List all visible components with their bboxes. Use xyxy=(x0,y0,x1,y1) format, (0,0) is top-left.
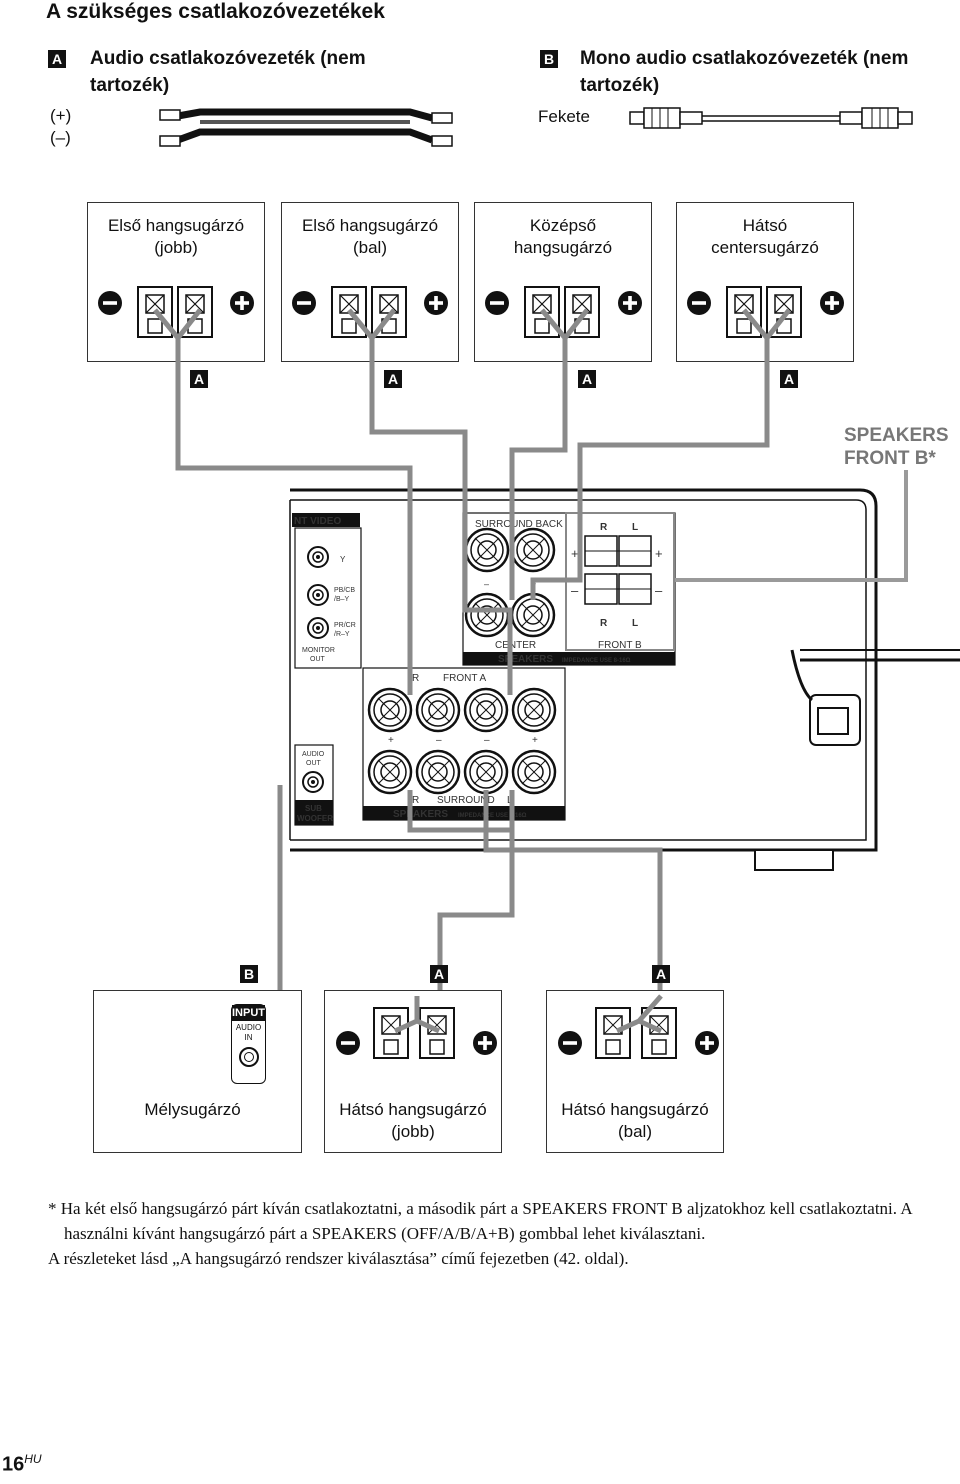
cable-badge-a: A xyxy=(384,370,402,389)
speaker-terminals-front-left xyxy=(292,286,448,338)
label-monitor: MONITOR xyxy=(302,647,335,654)
cable-a-title: Audio csatlakozóvezeték (nem tartozék) xyxy=(90,48,366,96)
label-impedance: IMPEDANCE USE 8-16Ω xyxy=(458,813,527,819)
page-title: A szükséges csatlakozóvezetékek xyxy=(46,0,385,23)
label-plus: + xyxy=(388,735,394,746)
speaker-label: Hátsó hangsugárzó(bal) xyxy=(561,1100,709,1141)
cable-a-plus: (+) xyxy=(50,106,72,125)
front-b-label: SPEAKERS FRONT B* xyxy=(844,425,949,469)
label-minus: – xyxy=(571,583,579,598)
label-pr: PR/CR xyxy=(334,622,356,629)
cable-badge-a: A xyxy=(578,370,596,389)
cable-b-color-label: Fekete xyxy=(538,107,590,126)
cable-badge-a: A xyxy=(190,370,208,389)
video-header: NT VIDEO xyxy=(294,516,341,527)
label-l: L xyxy=(632,522,638,533)
subwoofer-label: Mélysugárzó xyxy=(144,1100,241,1119)
label-r: R xyxy=(600,618,608,629)
label-minus: – xyxy=(484,735,490,746)
speaker-box-rear-right: Hátsó hangsugárzó(jobb) xyxy=(324,990,502,1153)
label-minus: – xyxy=(484,579,489,589)
label-y: Y xyxy=(340,555,346,564)
speaker-terminals-rear-left xyxy=(558,994,719,1059)
page-number: 16HU xyxy=(2,1452,42,1476)
label-plus: + xyxy=(532,735,538,746)
label-sub: SUB xyxy=(305,804,322,813)
label-pr-sub: /R–Y xyxy=(334,631,350,638)
speaker-label: Első hangsugárzó(bal) xyxy=(301,216,439,257)
label-front-a: FRONT A xyxy=(443,673,486,684)
label-front-b: FRONT B xyxy=(598,640,642,651)
cable-badge-a: A xyxy=(652,965,670,984)
cable-badge-a: A xyxy=(430,965,448,984)
receiver-rear-panel: NT VIDEO Y PB/CB /B–Y PR/CR /R–Y MONITOR… xyxy=(289,488,960,871)
speaker-terminals-center xyxy=(485,286,642,338)
speaker-terminals-surround-back xyxy=(687,286,844,338)
label-r: R xyxy=(412,795,419,806)
label-r: R xyxy=(600,522,608,533)
label-impedance: IMPEDANCE USE 8-16Ω xyxy=(562,658,631,664)
speaker-label: Hátsó hangsugárzó(jobb) xyxy=(339,1100,487,1141)
cable-a-badge: A xyxy=(48,50,66,69)
footnote-paragraph: A részleteket lásd „A hangsugárzó rendsz… xyxy=(48,1249,629,1268)
cable-b-title: Mono audio csatlakozóvezeték (nem tartoz… xyxy=(580,48,909,96)
footnote: * Ha két első hangsugárzó párt kíván csa… xyxy=(48,1196,953,1271)
speaker-terminals-front-right xyxy=(98,286,254,338)
label-monitor-out: OUT xyxy=(310,656,326,663)
label-l: L xyxy=(632,618,638,629)
speaker-box-front-right: Első hangsugárzó(jobb) xyxy=(87,202,265,362)
label-pb-sub: /B–Y xyxy=(334,596,350,603)
label-minus: – xyxy=(655,583,663,598)
speaker-label: Első hangsugárzó(jobb) xyxy=(107,216,245,257)
front-b-wire xyxy=(675,470,908,582)
label-audio: AUDIO xyxy=(302,751,325,758)
cable-badge-b: B xyxy=(240,965,258,984)
label-woofer: WOOFER xyxy=(297,814,333,823)
rear-wires xyxy=(277,785,663,1040)
label-minus: – xyxy=(436,735,442,746)
label-plus: + xyxy=(655,546,663,561)
cable-a-minus: (–) xyxy=(50,128,71,147)
cable-b-badge: B xyxy=(540,50,558,69)
speaker-terminals-rear-right xyxy=(336,996,497,1059)
cable-a-illustration xyxy=(159,108,453,147)
label-speakers: SPEAKERS xyxy=(498,654,553,665)
label-speakers: SPEAKERS xyxy=(393,809,448,820)
cable-b-illustration xyxy=(629,107,913,129)
speaker-wires xyxy=(153,308,791,695)
label-r: R xyxy=(412,673,419,684)
label-surround: SURROUND xyxy=(437,795,495,806)
cable-badge-a: A xyxy=(780,370,798,389)
label-pb: PB/CB xyxy=(334,587,355,594)
label-surround-back: SURROUND BACK xyxy=(475,519,563,530)
speaker-box-rear-left: Hátsó hangsugárzó(bal) xyxy=(546,990,724,1153)
subwoofer-input-label: INPUT xyxy=(232,1005,265,1021)
label-center: CENTER xyxy=(495,640,536,651)
footnote-paragraph: * Ha két első hangsugárzó párt kíván csa… xyxy=(48,1199,912,1243)
label-plus: + xyxy=(571,546,579,561)
subwoofer-input-jack xyxy=(238,1047,259,1067)
label-out: OUT xyxy=(306,760,322,767)
